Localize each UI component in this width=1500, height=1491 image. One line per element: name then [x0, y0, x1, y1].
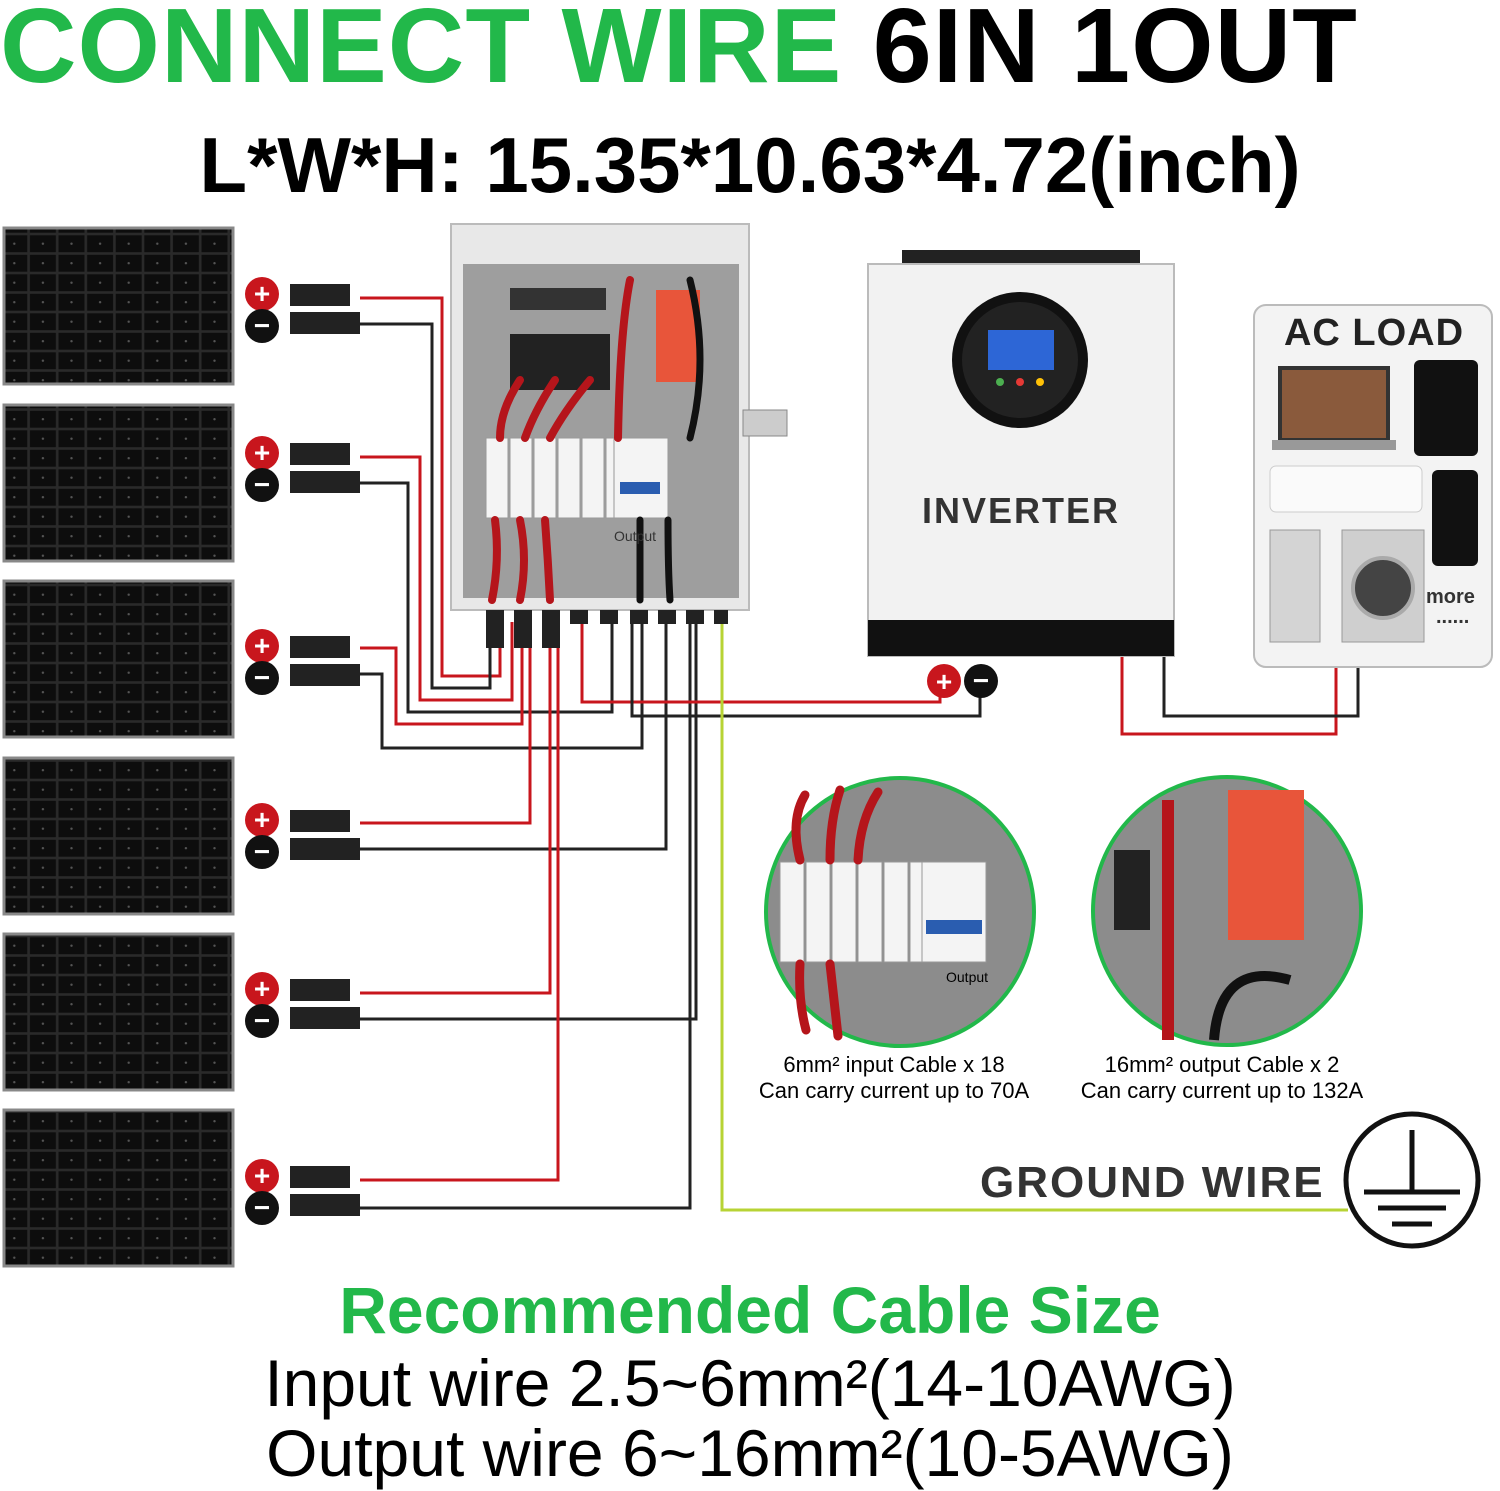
input-cable-caption: 6mm² input Cable x 18 Can carry current … [732, 1052, 1056, 1104]
ac-load-box [1253, 304, 1493, 668]
output-wire-recommendation: Output wire 6~16mm²(10-5AWG) [266, 1416, 1234, 1490]
svg-text:+: + [254, 804, 270, 835]
output-cable-current: Can carry current up to 132A [1080, 1078, 1364, 1103]
svg-text:−: − [254, 662, 270, 693]
zoom-output-closeup [1091, 775, 1363, 1047]
closeup-output-label: Output [946, 969, 988, 985]
box-output-label: Output [614, 528, 657, 544]
title-green: CONNECT WIRE [0, 0, 843, 105]
svg-text:+: + [254, 630, 270, 661]
output-cable-caption: 16mm² output Cable x 2 Can carry current… [1054, 1052, 1390, 1104]
recommendation-heading: Recommended Cable Size [339, 1273, 1161, 1347]
output-cable-size: 16mm² output Cable x 2 [1104, 1052, 1340, 1077]
svg-text:−: − [973, 665, 989, 696]
svg-text:+: + [254, 278, 270, 309]
ground-symbol [1343, 1111, 1481, 1249]
fridge-icon [1269, 529, 1321, 643]
ac-load-dots: ...... [1436, 606, 1470, 628]
tablet-icon [1414, 360, 1478, 456]
page-title: CONNECT WIRE 6IN 1OUT [0, 0, 1500, 106]
solar-panel-5 [2, 932, 235, 1092]
title-black: 6IN 1OUT [872, 0, 1358, 105]
breaker-row [485, 437, 669, 519]
air-conditioner-icon [1269, 465, 1423, 513]
solar-panel-3 [2, 579, 235, 739]
panel-connectors: + − + − + − + − [245, 277, 360, 1225]
inverter: + − [867, 250, 1175, 698]
ground-wire-label: GROUND WIRE [980, 1158, 1325, 1207]
solar-panel-1 [2, 226, 235, 386]
svg-text:−: − [254, 469, 270, 500]
laptop-icon [1278, 366, 1390, 442]
zoom-input-closeup: Output [764, 776, 1036, 1048]
combiner-box [450, 223, 788, 648]
svg-text:+: + [936, 666, 952, 697]
inverter-label: INVERTER [921, 490, 1121, 531]
input-cable-current: Can carry current up to 70A [758, 1078, 1030, 1103]
solar-panel-4 [2, 756, 235, 916]
input-cable-size: 6mm² input Cable x 18 [783, 1052, 1005, 1077]
ac-load-label: AC LOAD [1283, 312, 1465, 354]
solar-panel-6 [2, 1108, 235, 1268]
input-wire-recommendation: Input wire 2.5~6mm²(14-10AWG) [264, 1346, 1236, 1420]
solar-panels [2, 226, 235, 1268]
svg-text:+: + [254, 437, 270, 468]
svg-text:−: − [254, 1005, 270, 1036]
svg-text:−: − [254, 836, 270, 867]
svg-text:−: − [254, 310, 270, 341]
phone-icon [1432, 470, 1478, 566]
svg-text:+: + [254, 973, 270, 1004]
svg-text:+: + [254, 1160, 270, 1191]
svg-text:−: − [254, 1192, 270, 1223]
solar-panel-2 [2, 403, 235, 563]
dimensions-text: L*W*H: 15.35*10.63*4.72(inch) [199, 121, 1301, 209]
ac-load-more: more [1426, 586, 1475, 608]
